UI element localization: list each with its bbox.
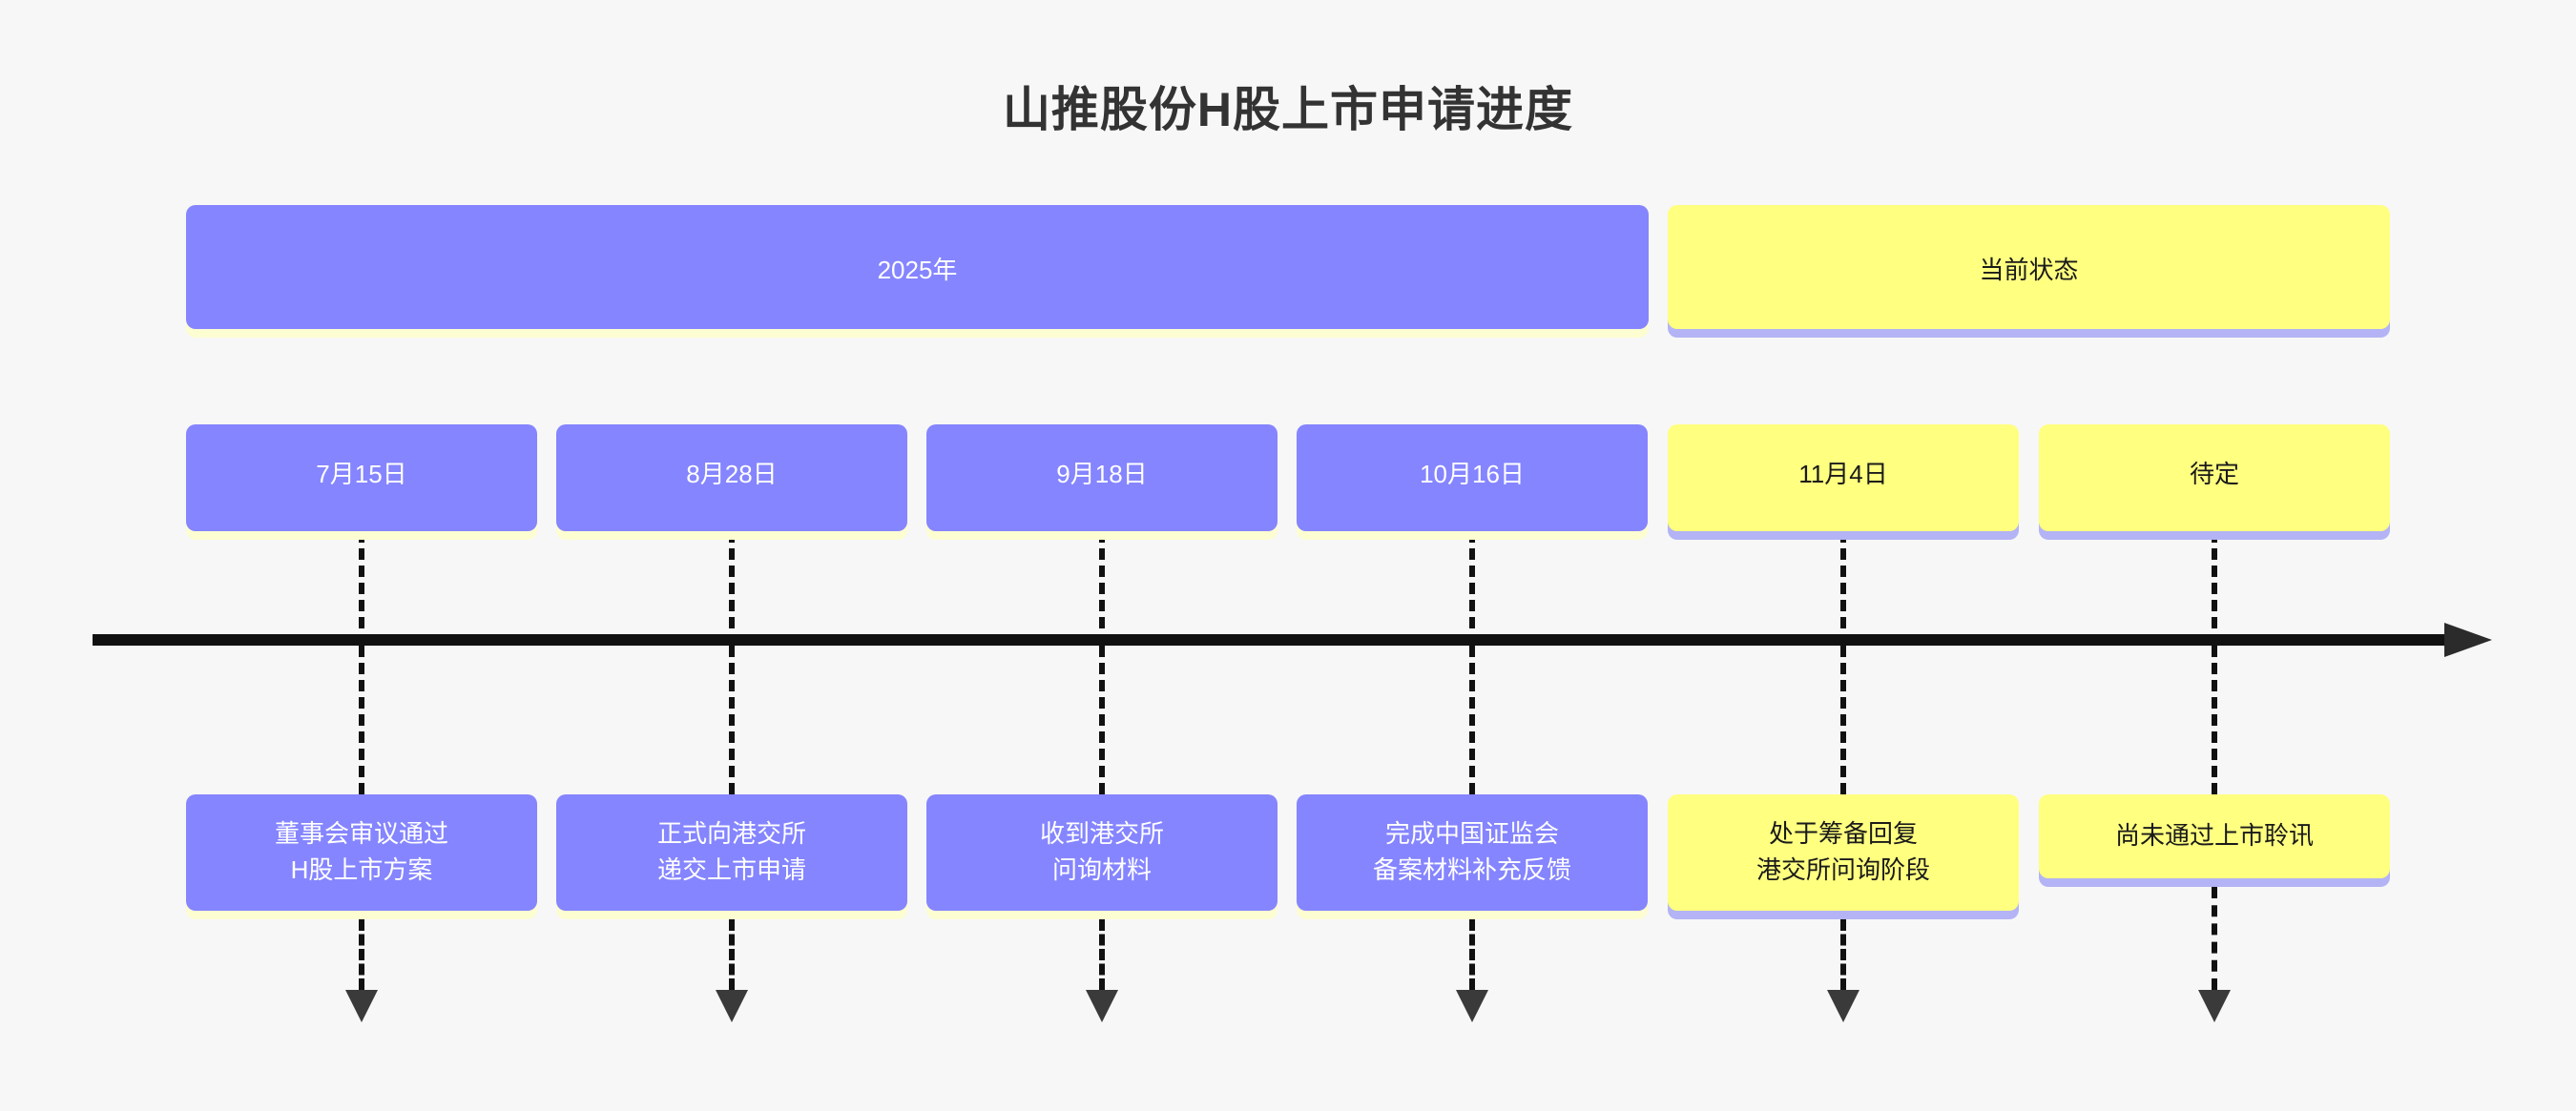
description-card-1: 董事会审议通过 H股上市方案: [186, 794, 537, 911]
connector-description-tail-1: [359, 919, 364, 990]
connector-date-to-axis-4: [1469, 531, 1475, 646]
date-card-label: 待定: [2189, 460, 2239, 488]
connector-description-tail-3: [1099, 919, 1105, 990]
down-arrowhead-5: [1827, 990, 1859, 1022]
header-band-2: 当前状态: [1668, 205, 2390, 329]
connector-axis-to-description-2: [729, 646, 735, 794]
description-card-label: 尚未通过上市聆讯: [2114, 821, 2314, 851]
connector-date-to-axis-5: [1840, 531, 1846, 646]
down-arrowhead-1: [345, 990, 378, 1022]
connector-axis-to-description-6: [2212, 646, 2217, 794]
connector-date-to-axis-1: [359, 531, 364, 646]
date-card-label: 7月15日: [316, 460, 407, 488]
date-card-label: 11月4日: [1798, 460, 1888, 488]
down-arrowhead-4: [1456, 990, 1488, 1022]
description-card-label: 收到港交所 问询材料: [1039, 819, 1164, 884]
description-card-label: 完成中国证监会 备案材料补充反馈: [1372, 819, 1571, 884]
connector-description-tail-5: [1840, 919, 1846, 990]
date-card-5: 11月4日: [1668, 424, 2019, 531]
description-card-label: 处于筹备回复 港交所问询阶段: [1755, 819, 1930, 884]
description-card-5: 处于筹备回复 港交所问询阶段: [1668, 794, 2019, 911]
down-arrowhead-6: [2198, 990, 2231, 1022]
connector-axis-to-description-5: [1840, 646, 1846, 794]
connector-date-to-axis-2: [729, 531, 735, 646]
description-card-3: 收到港交所 问询材料: [926, 794, 1278, 911]
header-band-label: 2025年: [877, 256, 958, 284]
description-card-6: 尚未通过上市聆讯: [2039, 794, 2390, 878]
description-card-label: 正式向港交所 递交上市申请: [656, 819, 806, 884]
date-card-2: 8月28日: [556, 424, 907, 531]
connector-date-to-axis-3: [1099, 531, 1105, 646]
date-card-label: 9月18日: [1056, 460, 1148, 488]
timeline-axis-arrowhead: [2444, 623, 2492, 657]
connector-axis-to-description-4: [1469, 646, 1475, 794]
date-card-label: 10月16日: [1420, 460, 1525, 488]
timeline-axis-line: [93, 634, 2449, 646]
date-card-6: 待定: [2039, 424, 2390, 531]
connector-description-tail-6: [2212, 887, 2217, 990]
header-band-label: 当前状态: [1979, 256, 2079, 284]
date-card-1: 7月15日: [186, 424, 537, 531]
page-title: 山推股份H股上市申请进度: [1002, 83, 1574, 136]
connector-description-tail-2: [729, 919, 735, 990]
description-card-label: 董事会审议通过 H股上市方案: [274, 819, 448, 884]
date-card-label: 8月28日: [686, 460, 778, 488]
description-card-4: 完成中国证监会 备案材料补充反馈: [1297, 794, 1648, 911]
down-arrowhead-3: [1086, 990, 1118, 1022]
connector-date-to-axis-6: [2212, 531, 2217, 646]
date-card-3: 9月18日: [926, 424, 1278, 531]
connector-axis-to-description-3: [1099, 646, 1105, 794]
down-arrowhead-2: [716, 990, 748, 1022]
header-band-1: 2025年: [186, 205, 1649, 329]
description-card-2: 正式向港交所 递交上市申请: [556, 794, 907, 911]
connector-description-tail-4: [1469, 919, 1475, 990]
connector-axis-to-description-1: [359, 646, 364, 794]
date-card-4: 10月16日: [1297, 424, 1648, 531]
